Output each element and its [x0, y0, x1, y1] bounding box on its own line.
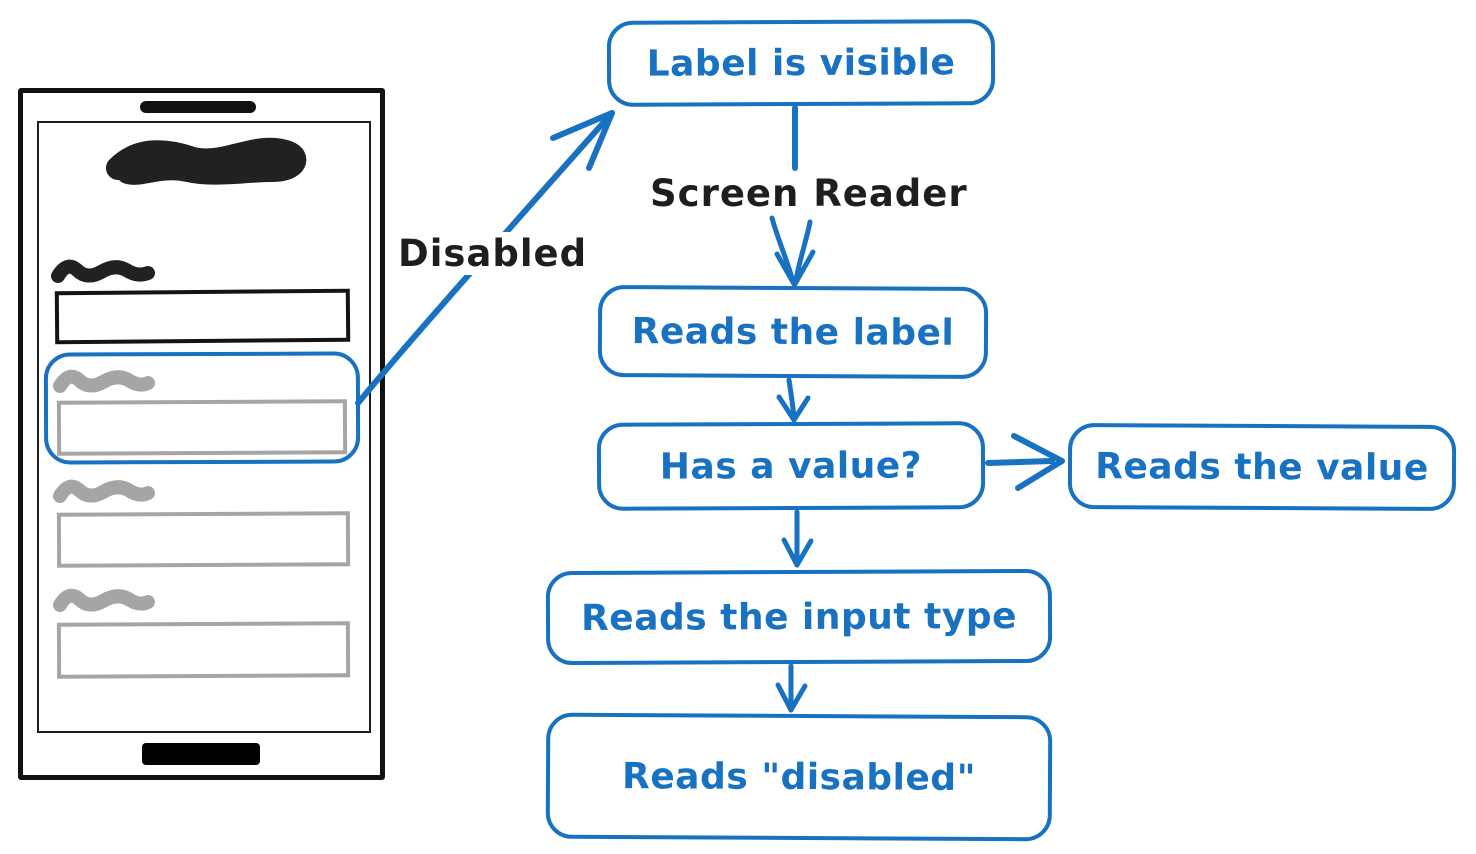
- edge-readslabel-hasvalue: [776, 377, 811, 423]
- node-label: Reads the value: [1095, 445, 1429, 489]
- node-has-a-value: Has a value?: [596, 421, 986, 511]
- edge-readsinputtype-readsdisabled: [775, 663, 808, 713]
- node-label: Reads the label: [631, 310, 955, 354]
- phone-speaker-icon: [140, 101, 256, 113]
- node-label: Reads the input type: [580, 595, 1018, 639]
- node-reads-the-label: Reads the label: [597, 284, 989, 380]
- node-label: Label is visible: [646, 41, 956, 85]
- disabled-annotation: Disabled: [398, 232, 588, 275]
- disabled-input-field-1: [56, 399, 348, 456]
- enabled-input-field: [54, 288, 351, 345]
- disabled-input-field-2: [56, 511, 351, 568]
- node-label: Has a value?: [659, 444, 923, 488]
- edge-hasvalue-readsinputtype: [781, 509, 814, 568]
- disabled-input-field-3: [56, 621, 351, 679]
- node-reads-the-value: Reads the value: [1067, 422, 1457, 512]
- node-label-is-visible: Label is visible: [606, 19, 996, 107]
- screen-reader-label: Screen Reader: [650, 172, 968, 215]
- node-reads-disabled: Reads "disabled": [545, 712, 1053, 842]
- phone-home-button-icon: [142, 743, 260, 765]
- node-reads-the-input-type: Reads the input type: [545, 568, 1053, 666]
- edge-hasvalue-readsvalue: [985, 433, 1065, 491]
- node-label: Reads "disabled": [621, 755, 976, 799]
- edge-screenreader-readslabel: [769, 215, 816, 287]
